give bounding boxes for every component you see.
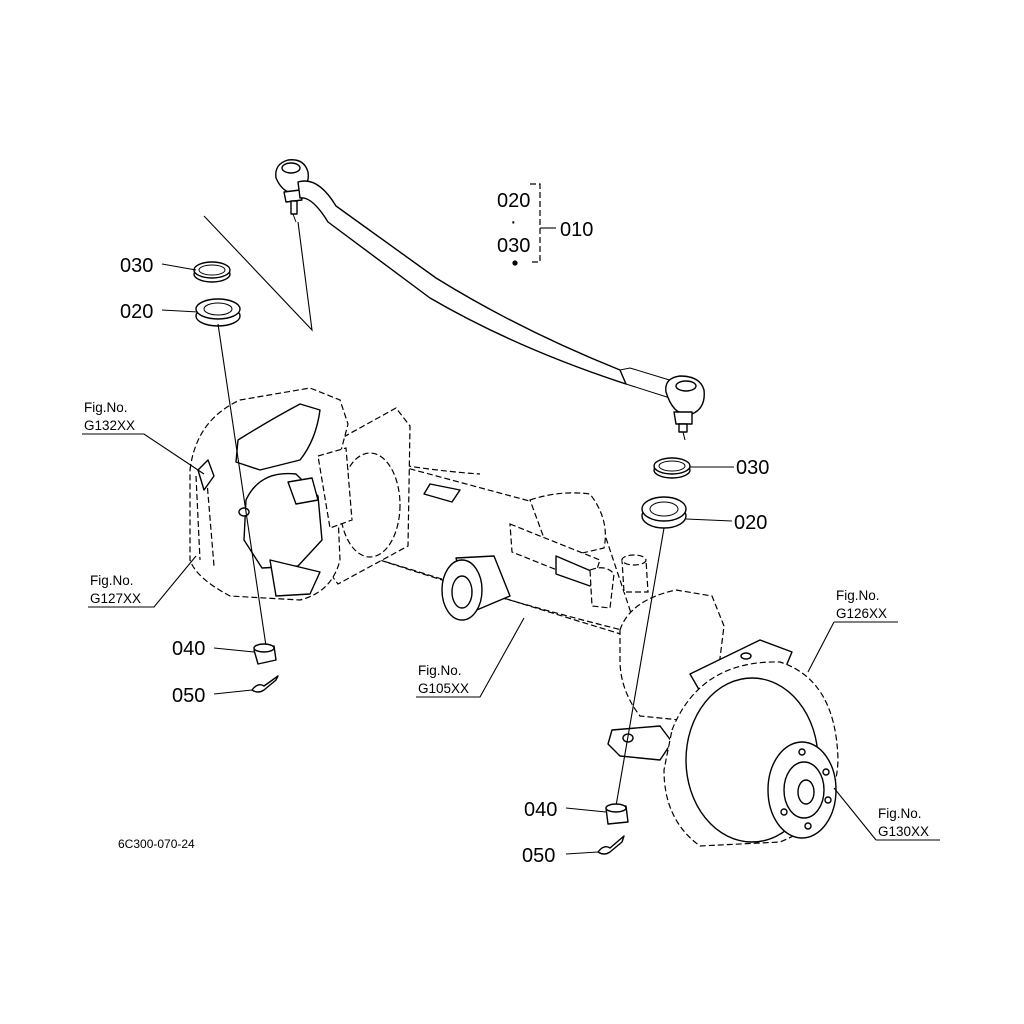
front-axle-housing (319, 407, 649, 641)
fig-ref-g126-prefix: Fig.No. (836, 588, 880, 603)
group-includes-030: 030 (497, 235, 530, 257)
fig-ref-g105-code: G105XX (418, 681, 469, 696)
callout-050-left: 050 (172, 685, 205, 707)
fig-ref-g130-prefix: Fig.No. (878, 806, 922, 821)
axle-output-stub (441, 555, 511, 621)
cotter-pin-050-right (597, 835, 625, 855)
assembly-axis-left (217, 323, 267, 647)
assembly-axis-right (615, 527, 665, 807)
castle-nut-040-left (253, 643, 277, 665)
fig-ref-g130-code: G130XX (878, 824, 929, 839)
figure-references: Fig.No. G132XX Fig.No. G127XX Fig.No. G1… (84, 400, 929, 839)
tie-rod-end-right (665, 375, 705, 441)
tie-rod-end-left (275, 159, 309, 223)
fig-ref-g126-code: G126XX (836, 606, 887, 621)
group-labels: 020 · 030 010 (497, 190, 593, 257)
cotter-pin-050-left (251, 675, 279, 693)
leader-lines (82, 183, 940, 855)
fig-ref-g132-prefix: Fig.No. (84, 400, 128, 415)
seal-020-left (195, 298, 241, 327)
seal-030-right (653, 457, 691, 479)
break-line (203, 215, 313, 332)
callout-030-left: 030 (120, 255, 153, 277)
fig-ref-g127-prefix: Fig.No. (90, 573, 134, 588)
assembly-marker-dot (512, 260, 518, 266)
callout-050-right: 050 (522, 845, 555, 867)
tie-rod-assembly (275, 159, 705, 441)
left-gear-case (189, 387, 353, 601)
group-includes-020: 020 (497, 190, 530, 212)
callout-040-right: 040 (524, 799, 557, 821)
seal-020-right (641, 496, 687, 529)
callout-labels: 030 020 030 020 040 050 040 050 (120, 255, 769, 867)
callout-040-left: 040 (172, 638, 205, 660)
fig-ref-g105-prefix: Fig.No. (418, 663, 462, 678)
callout-030-right: 030 (736, 457, 769, 479)
seal-030-left (193, 261, 231, 283)
fig-ref-g132-code: G132XX (84, 418, 135, 433)
drawing-code: 6C300-070-24 (118, 837, 195, 851)
group-part-010: 010 (560, 219, 593, 241)
callout-020-right: 020 (734, 512, 767, 534)
callout-020-left: 020 (120, 301, 153, 323)
fig-ref-g127-code: G127XX (90, 591, 141, 606)
castle-nut-040-right (605, 803, 629, 825)
right-knuckle-hub (607, 589, 839, 847)
group-separator: · (510, 211, 517, 233)
